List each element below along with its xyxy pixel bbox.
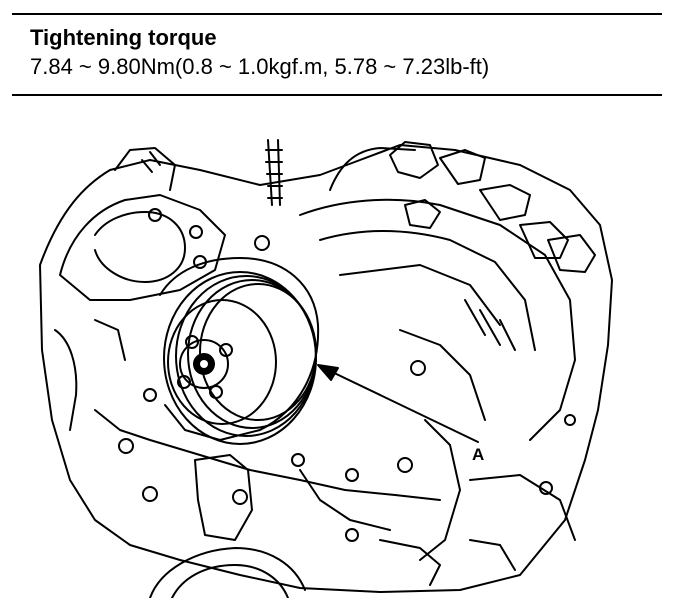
pulley-hub <box>179 339 229 389</box>
mounting-bolt <box>148 208 162 222</box>
mounting-bolt <box>410 360 426 376</box>
mounting-bolt <box>345 528 359 542</box>
intake-manifold <box>299 198 576 441</box>
engine-diagram: A <box>39 139 613 598</box>
mounting-bolt <box>142 486 158 502</box>
mounting-bolt <box>254 235 270 251</box>
mounting-bolt <box>193 255 207 269</box>
mounting-bolt <box>291 453 305 467</box>
pulley-bolt <box>185 335 199 349</box>
torque-spec: Tightening torque 7.84 ~ 9.80Nm(0.8 ~ 1.… <box>30 24 489 82</box>
callout-arrowhead <box>317 364 339 381</box>
pulley-bolt <box>219 343 233 357</box>
mounting-bolt <box>118 438 134 454</box>
engine-block-outline <box>39 144 613 593</box>
mounting-bolt <box>189 225 203 239</box>
spec-value: 7.84 ~ 9.80Nm(0.8 ~ 1.0kgf.m, 5.78 ~ 7.2… <box>30 54 490 79</box>
bottom-rule <box>12 94 662 96</box>
mounting-bolt <box>345 468 359 482</box>
spec-title: Tightening torque <box>30 25 217 50</box>
lower-cover <box>94 409 441 501</box>
pulley-bolt <box>209 385 223 399</box>
crank-pulley-edge <box>149 547 306 598</box>
mounting-bolt <box>397 457 413 473</box>
pulley-bolt <box>177 375 191 389</box>
mounting-bolt <box>232 489 248 505</box>
throttle-body <box>59 194 226 301</box>
wiring-harness <box>329 147 416 191</box>
mounting-bolt <box>143 388 157 402</box>
callout-label: A <box>472 445 484 464</box>
top-rule <box>12 13 662 15</box>
callout-leader <box>327 369 479 443</box>
mounting-bolt <box>564 414 576 426</box>
